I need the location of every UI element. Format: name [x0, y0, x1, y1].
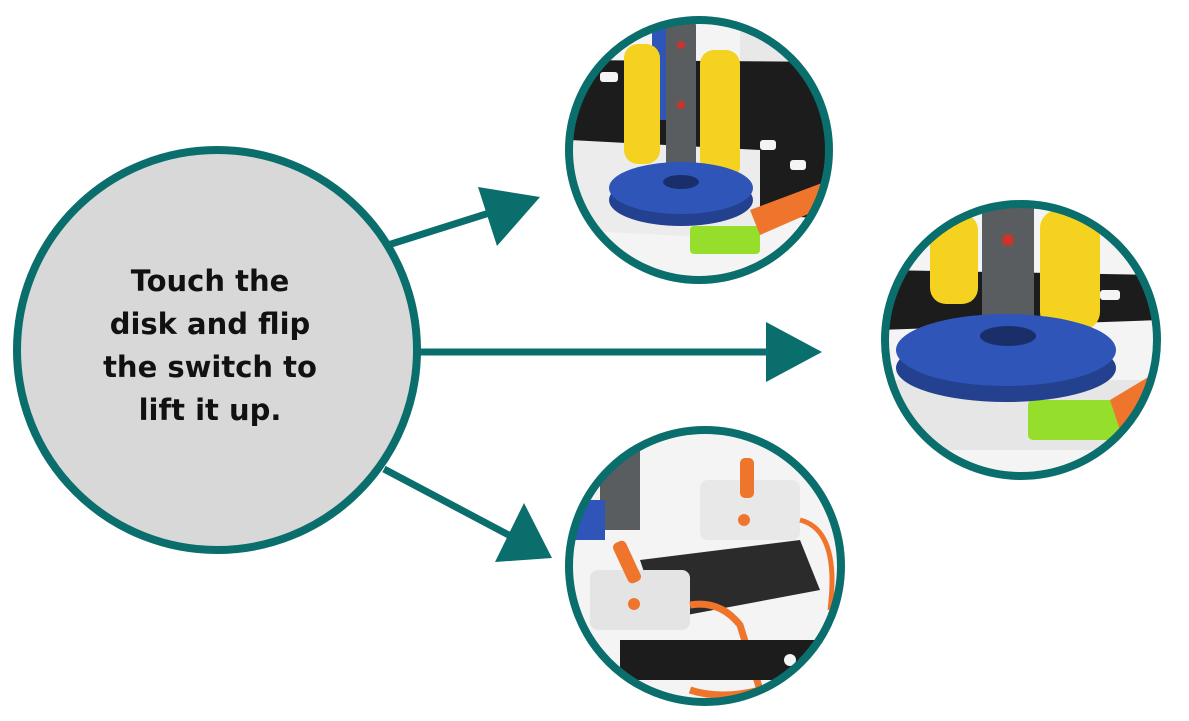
- bottom-photo-switch-detail: [565, 426, 845, 706]
- top-photo-disk-closeup: [565, 16, 833, 284]
- instruction-line-3: the switch to: [103, 350, 317, 384]
- arrow-to-right-photo: [416, 322, 822, 382]
- instruction-line-2: disk and flip: [109, 307, 311, 341]
- instruction-text: Touch the disk and flip the switch to li…: [60, 260, 360, 432]
- instruction-line-1: Touch the: [130, 264, 290, 298]
- arrow-to-top-photo: [386, 187, 540, 249]
- instruction-bubble: [13, 146, 421, 554]
- arrow-to-bottom-photo: [382, 465, 552, 562]
- right-photo-disk-lifted: [881, 200, 1161, 480]
- instruction-line-4: lift it up.: [138, 393, 282, 427]
